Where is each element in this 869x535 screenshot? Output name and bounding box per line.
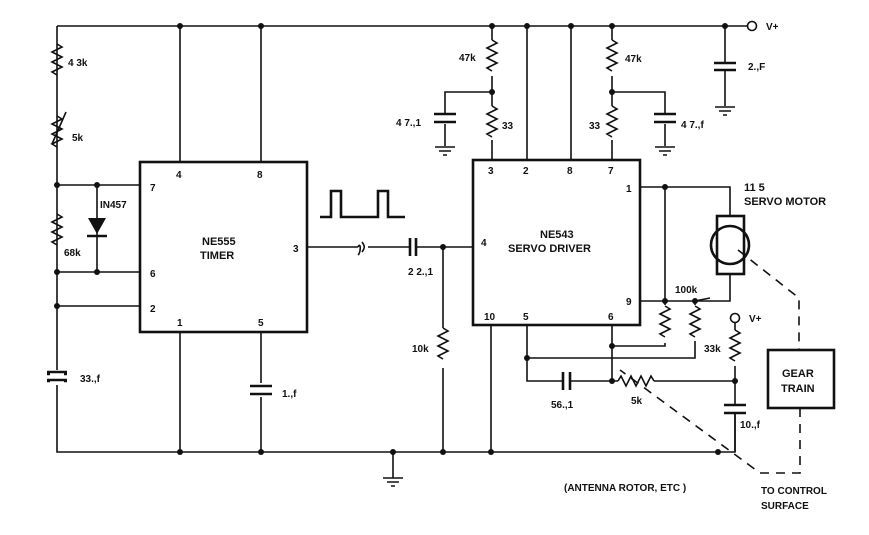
feedback-network: 100k V+ 33k 56.,1 5k 10.,f xyxy=(488,184,762,455)
ground-icon xyxy=(435,106,735,156)
capacitor-56u xyxy=(561,372,572,390)
svg-text:GEAR: GEAR xyxy=(782,368,814,380)
svg-text:NE555: NE555 xyxy=(202,236,236,248)
resistor-4k3 xyxy=(50,43,64,76)
svg-text:IN457: IN457 xyxy=(100,200,127,211)
svg-text:33: 33 xyxy=(589,121,601,132)
svg-text:TRAIN: TRAIN xyxy=(781,383,815,395)
svg-text:1.,f: 1.,f xyxy=(282,389,297,400)
resistor-feedback xyxy=(658,305,672,338)
svg-text:56.,1: 56.,1 xyxy=(551,400,574,411)
svg-text:5k: 5k xyxy=(72,133,84,144)
svg-text:1: 1 xyxy=(626,184,632,195)
svg-text:10: 10 xyxy=(484,312,496,323)
control-surface-note-2: SURFACE xyxy=(761,501,809,512)
svg-text:V+: V+ xyxy=(749,314,762,325)
antenna-note: (ANTENNA ROTOR, ETC ) xyxy=(564,483,686,494)
svg-text:1: 1 xyxy=(177,318,183,329)
svg-text:47k: 47k xyxy=(459,53,476,64)
potentiometer-5k-feedback xyxy=(617,374,655,388)
svg-text:100k: 100k xyxy=(675,285,698,296)
svg-text:SERVO DRIVER: SERVO DRIVER xyxy=(508,243,591,255)
potentiometer-5k xyxy=(50,111,67,148)
svg-text:4: 4 xyxy=(176,170,182,181)
svg-text:5: 5 xyxy=(258,318,264,329)
svg-text:4: 4 xyxy=(481,238,487,249)
resistor-68k xyxy=(50,213,64,246)
pulse-waveform-icon xyxy=(320,189,405,219)
capacitor-2u2 xyxy=(408,238,418,256)
svg-text:8: 8 xyxy=(257,170,263,181)
svg-text:5k: 5k xyxy=(631,396,643,407)
mechanical-linkage xyxy=(619,249,801,474)
svg-text:10k: 10k xyxy=(412,344,429,355)
svg-text:4 7.,1: 4 7.,1 xyxy=(396,118,421,129)
svg-text:7: 7 xyxy=(608,166,614,177)
svg-text:2: 2 xyxy=(150,304,156,315)
driver-bias-network: 47k 33 4 7.,1 47k 33 4 7.,f 2.,F xyxy=(396,23,765,160)
gear-train-box: GEAR TRAIN xyxy=(766,348,836,410)
svg-text:4 3k: 4 3k xyxy=(68,58,88,69)
svg-text:SERVO MOTOR: SERVO MOTOR xyxy=(744,196,826,208)
svg-text:NE543: NE543 xyxy=(540,229,574,241)
svg-text:33k: 33k xyxy=(704,344,721,355)
capacitor-1u xyxy=(250,384,272,396)
control-surface-note: TO CONTROL xyxy=(761,486,827,497)
coupling-network: 2 2.,1 10k xyxy=(307,238,473,455)
timer-rc-network: 4 3k 5k 68k IN457 33.,f xyxy=(47,43,140,385)
svg-text:2: 2 xyxy=(523,166,529,177)
vplus-terminal xyxy=(746,20,758,32)
ne543-servo-driver-chip: NE543 SERVO DRIVER 3 2 8 7 4 1 9 10 5 6 xyxy=(471,158,642,327)
resistor-10k xyxy=(436,327,450,360)
ground-icon xyxy=(383,452,403,487)
svg-text:6: 6 xyxy=(150,269,156,280)
svg-text:6: 6 xyxy=(608,312,614,323)
svg-text:33.,f: 33.,f xyxy=(80,374,101,385)
svg-text:3: 3 xyxy=(293,244,299,255)
svg-text:8: 8 xyxy=(567,166,573,177)
svg-text:7: 7 xyxy=(150,183,156,194)
vplus-label: V+ xyxy=(766,22,779,33)
svg-text:4 7.,f: 4 7.,f xyxy=(681,120,704,131)
ne555-timer-chip: NE555 TIMER 4 8 7 6 2 3 1 5 1.,f xyxy=(138,23,309,455)
svg-text:2 2.,1: 2 2.,1 xyxy=(408,267,433,278)
resistor-33k xyxy=(728,329,742,362)
svg-text:47k: 47k xyxy=(625,54,642,65)
svg-text:3: 3 xyxy=(488,166,494,177)
capacitor-10u xyxy=(724,403,746,415)
svg-text:2.,F: 2.,F xyxy=(748,62,765,73)
servo-motor-icon: 11 5 SERVO MOTOR xyxy=(709,182,826,276)
svg-text:9: 9 xyxy=(626,297,632,308)
supply-rail: V+ xyxy=(57,20,779,33)
svg-text:11 5: 11 5 xyxy=(744,182,765,194)
svg-text:TIMER: TIMER xyxy=(200,250,234,262)
ground-rail xyxy=(56,26,736,487)
svg-text:10.,f: 10.,f xyxy=(740,420,761,431)
diode-icon xyxy=(88,218,106,234)
svg-text:33: 33 xyxy=(502,121,514,132)
svg-text:68k: 68k xyxy=(64,248,81,259)
vplus-terminal xyxy=(729,312,741,324)
svg-text:5: 5 xyxy=(523,312,529,323)
